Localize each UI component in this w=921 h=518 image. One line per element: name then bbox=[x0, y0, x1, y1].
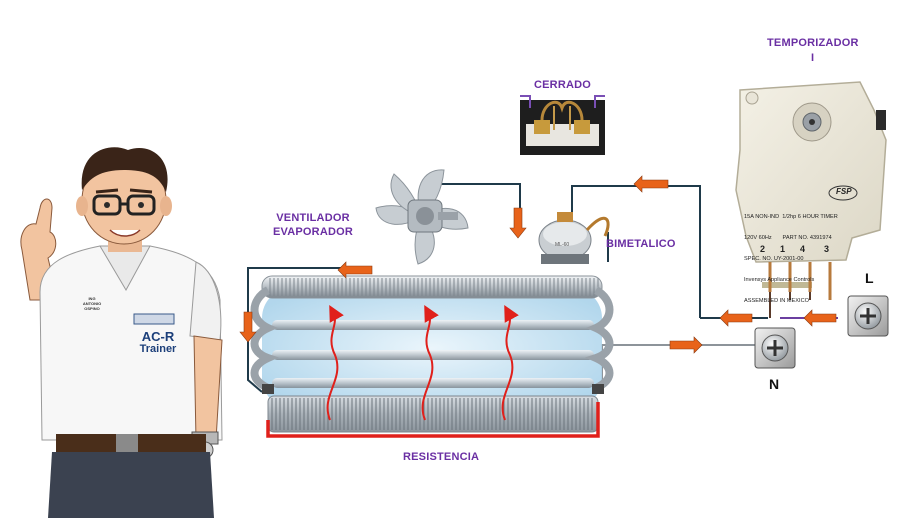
timer-term-2: 2 bbox=[760, 244, 766, 254]
label-bimetalico: BIMETALICO bbox=[606, 238, 676, 250]
timer-line3: SPEC. NO. UY-2001-00 bbox=[744, 256, 804, 262]
heater-terminal-left bbox=[262, 384, 274, 394]
timer-term-4: 4 bbox=[800, 244, 806, 254]
label-terminal-l: L bbox=[865, 270, 874, 286]
label-terminal-n: N bbox=[769, 376, 780, 392]
label-resistencia: RESISTENCIA bbox=[403, 451, 480, 463]
label-temporizador-sub: I bbox=[811, 52, 815, 64]
instructor-character bbox=[20, 147, 223, 518]
timer-line1: 15A NON-IND 1/2hp 6 HOUR TIMER bbox=[744, 214, 838, 220]
heat-arrows bbox=[326, 304, 519, 421]
heater-terminal-right bbox=[592, 384, 604, 394]
timer-logo: FSP bbox=[836, 187, 852, 196]
shirt-name: ING ANTONIO OSPINO bbox=[78, 296, 106, 311]
arrow-timer-left bbox=[633, 175, 669, 193]
wire-n-line bbox=[601, 344, 760, 382]
shirt-logo: AC-R Trainer bbox=[136, 330, 180, 356]
arrow-fan-down bbox=[509, 207, 527, 239]
terminal-n-screw bbox=[754, 327, 796, 369]
arrow-l-in bbox=[803, 309, 837, 327]
label-evaporador: EVAPORADOR bbox=[272, 226, 354, 238]
heater-element bbox=[266, 402, 600, 438]
timer-printed-text: 15A NON-IND 1/2hp 6 HOUR TIMER 120V 60Hz… bbox=[744, 200, 838, 312]
terminal-l-screw bbox=[847, 295, 889, 337]
arrow-left-down bbox=[239, 311, 257, 343]
bimetal-thermostat: ML-60 bbox=[538, 212, 610, 264]
svg-text:ML-60: ML-60 bbox=[555, 242, 569, 248]
shirt-name-2: ANTONIO bbox=[82, 301, 102, 306]
timer-line2: 120V 60Hz PART NO. 4391974 bbox=[744, 235, 832, 241]
label-cerrado: CERRADO bbox=[534, 79, 592, 91]
arrow-evap-left bbox=[337, 261, 373, 279]
fan-evaporator bbox=[375, 169, 469, 265]
timer-line4: Invensys Appliance Controls bbox=[744, 277, 815, 283]
evaporator-coil bbox=[250, 275, 614, 433]
shirt-name-1: ING bbox=[88, 296, 96, 301]
timer-term-1: 1 bbox=[780, 244, 786, 254]
arrow-timer-term bbox=[719, 309, 753, 327]
label-ventilador: VENTILADOR bbox=[276, 212, 350, 224]
shirt-logo-line1: AC-R bbox=[141, 329, 175, 344]
shirt-name-3: OSPINO bbox=[84, 306, 100, 311]
closed-contact-image bbox=[520, 95, 605, 155]
shirt-logo-line2: Trainer bbox=[139, 343, 177, 355]
flow-arrows bbox=[239, 175, 837, 354]
timer-term-3: 3 bbox=[824, 244, 830, 254]
defrost-timer bbox=[735, 81, 887, 300]
timer-line5: ASSEMBLED IN MEXICO bbox=[744, 298, 809, 304]
arrow-to-n bbox=[669, 336, 703, 354]
label-temporizador: TEMPORIZADOR bbox=[767, 37, 859, 49]
